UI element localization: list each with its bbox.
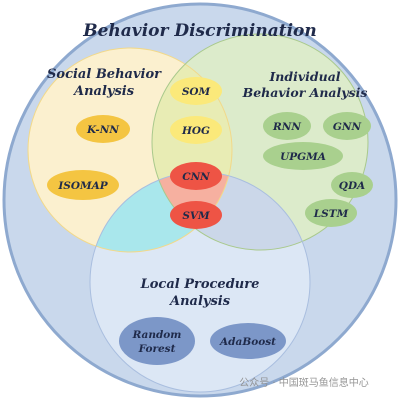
hog-label: HOG [181,125,210,137]
upgma-label: UPGMA [280,151,326,163]
individual-behavior-title: Individual [268,69,340,84]
gnn-label: GNN [333,121,362,133]
isomap-label: ISOMAP [57,180,108,192]
lstm-label: LSTM [313,208,349,220]
social-behavior-title-line2: Analysis [72,84,135,99]
cnn-pill [170,162,222,190]
local-procedure-title-line2: Analysis [168,294,231,309]
knn-label: K-NN [86,124,119,136]
adaboost-label: AdaBoost [219,336,276,348]
rnn-pill [263,112,311,140]
som-pill [170,77,222,105]
isomap-pill [47,170,119,200]
social-behavior-title: Social Behavior [47,67,162,82]
gnn-pill [323,112,371,140]
random-forest-label: Random [132,329,182,341]
diagram-title: Behavior Discrimination [82,21,316,41]
individual-local-overlap [152,172,310,250]
adaboost-pill [210,323,286,359]
random-forest-label-line2: Forest [138,343,176,355]
random-forest-pill [119,317,195,365]
cnn-label: CNN [182,171,210,183]
svm-label: SVM [182,210,210,222]
upgma-pill [263,142,343,170]
local-procedure-title: Local Procedure [140,277,260,292]
som-label: SOM [182,86,211,98]
knn-pill [76,115,130,143]
rnn-label: RNN [272,121,301,133]
qda-pill [331,172,373,198]
individual-behavior-title-line2: Behavior Analysis [242,85,368,100]
lstm-pill [305,199,357,227]
hog-pill [170,116,222,144]
watermark-text: 公众号 · 中国斑马鱼信息中心 [239,376,369,389]
social-local-overlap [90,172,232,252]
svm-pill [170,201,222,229]
qda-label: QDA [339,180,365,192]
